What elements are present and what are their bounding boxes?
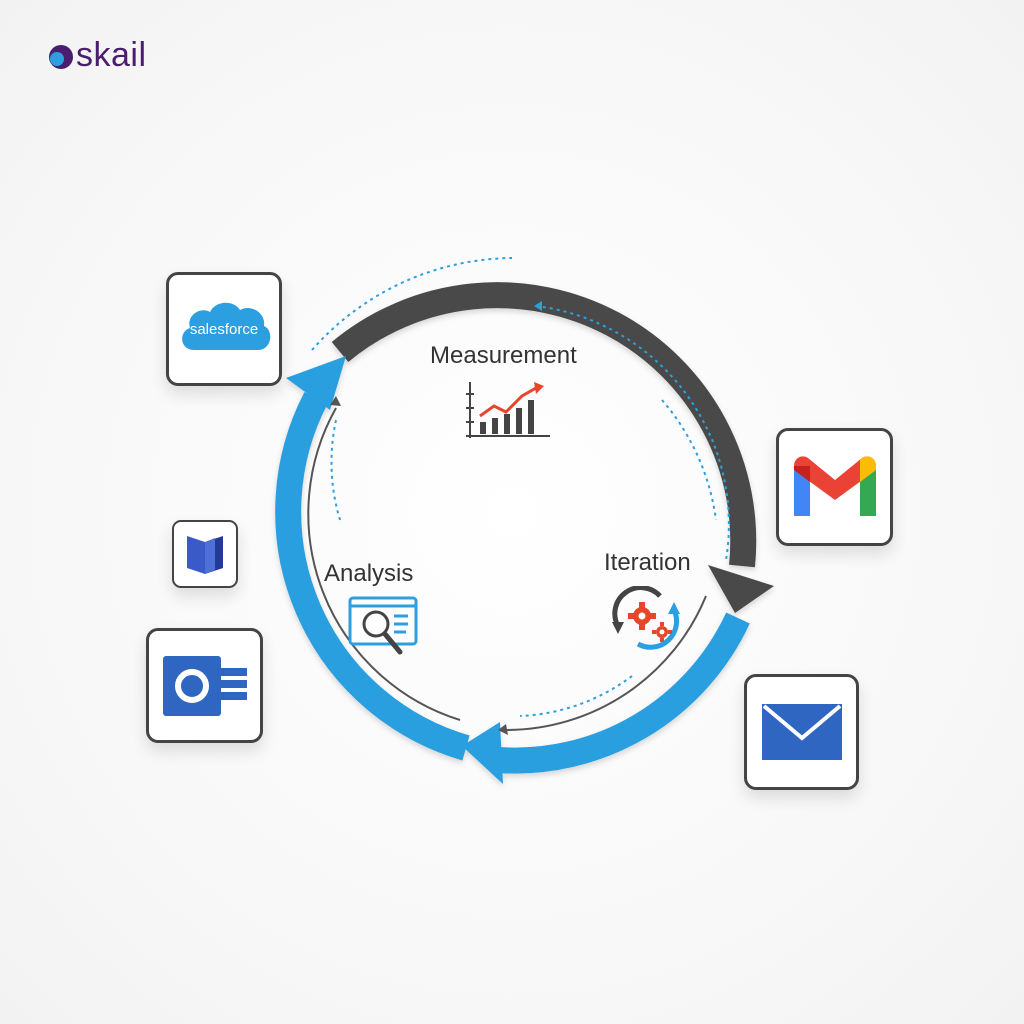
- dynamics-icon: [187, 536, 223, 574]
- chart-trend-icon: [466, 382, 550, 438]
- envelope-icon: [761, 704, 842, 760]
- salesforce-tile[interactable]: salesforce: [166, 272, 282, 386]
- gmail-icon: [793, 456, 876, 516]
- stage-label-iteration: Iteration: [604, 549, 691, 576]
- brand-logo[interactable]: skail: [48, 38, 147, 72]
- blue-cycle-arrow: [275, 356, 750, 784]
- brand-mark-icon: [49, 45, 73, 69]
- brand-name: skail: [76, 36, 147, 74]
- dark-cycle-arrow: [331, 282, 774, 613]
- outlook-icon: [162, 655, 247, 716]
- stage-label-analysis: Analysis: [324, 560, 414, 587]
- email-tile[interactable]: [744, 674, 859, 790]
- salesforce-icon: salesforce: [182, 302, 271, 350]
- salesforce-label: salesforce: [190, 321, 258, 338]
- gears-cycle-icon: [612, 586, 680, 650]
- dynamics-tile[interactable]: [172, 520, 238, 588]
- stage-label-measurement: Measurement: [430, 342, 577, 369]
- outlook-tile[interactable]: [146, 628, 263, 743]
- gmail-tile[interactable]: [776, 428, 893, 546]
- magnifier-report-icon: [348, 596, 418, 655]
